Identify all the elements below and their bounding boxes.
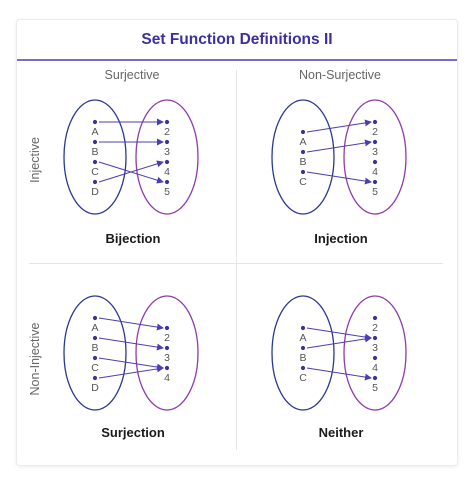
- surjection-codomain-dot: [164, 345, 170, 351]
- neither-domain-dot: [300, 365, 306, 371]
- injection-codomain-label: 4: [372, 166, 378, 178]
- surjection-mapping-arrow: [98, 357, 164, 371]
- bijection-domain-dot: [92, 159, 98, 165]
- surjection-domain-dot: [92, 375, 98, 381]
- neither-codomain-dot: [372, 355, 378, 361]
- injection-domain-dot: [300, 129, 306, 135]
- bijection-domain-dot: [92, 119, 98, 125]
- surjection-domain-dot: [92, 315, 98, 321]
- bijection-domain-dot: [92, 139, 98, 145]
- column-header-surjective: Surjective: [104, 68, 160, 82]
- surjection-domain-dot: [92, 355, 98, 361]
- horizontal-divider: [29, 263, 443, 264]
- surjection-mapping-arrow: [98, 365, 164, 379]
- neither-domain-dot: [300, 345, 306, 351]
- injection-codomain-dot: [372, 119, 378, 125]
- injection-domain-set: [271, 99, 335, 215]
- injection-mapping-arrow: [306, 139, 372, 153]
- bijection-domain-dot: [92, 179, 98, 185]
- surjection-codomain-dot: [164, 325, 170, 331]
- column-header-non-surjective: Non-Surjective: [299, 68, 381, 82]
- surjection-mapping-arrow: [98, 337, 164, 351]
- neither-codomain-dot: [372, 335, 378, 341]
- neither-codomain-label: 4: [372, 362, 378, 374]
- surjection-domain-dot: [92, 335, 98, 341]
- injection-domain-label: C: [299, 176, 307, 188]
- injection-codomain-label: 5: [372, 186, 378, 198]
- quadrant-label-surjection: Surjection: [101, 425, 165, 440]
- surjection-codomain-label: 3: [164, 352, 170, 364]
- neither-mapping-arrow: [306, 367, 372, 381]
- bijection-domain-label: C: [91, 166, 99, 178]
- neither-codomain-label: 2: [372, 322, 378, 334]
- bijection-codomain-set: [135, 99, 199, 215]
- neither-domain-label: A: [299, 332, 306, 344]
- surjection-domain-label: B: [91, 342, 98, 354]
- injection-codomain-dot: [372, 159, 378, 165]
- neither-mapping-arrow: [306, 327, 372, 341]
- surjection-codomain-set: [135, 295, 199, 411]
- bijection-codomain-dot: [164, 179, 170, 185]
- bijection-codomain-label: 3: [164, 146, 170, 158]
- injection-domain-dot: [300, 149, 306, 155]
- bijection-codomain-label: 2: [164, 126, 170, 138]
- injection-codomain-label: 3: [372, 146, 378, 158]
- injection-codomain-dot: [372, 179, 378, 185]
- quadrant-label-injection: Injection: [314, 231, 368, 246]
- bijection-codomain-label: 5: [164, 186, 170, 198]
- neither-codomain-set: [343, 295, 407, 411]
- neither-domain-label: B: [299, 352, 306, 364]
- neither-codomain-dot: [372, 375, 378, 381]
- bijection-codomain-dot: [164, 139, 170, 145]
- surjection-domain-set: [63, 295, 127, 411]
- neither-domain-label: C: [299, 372, 307, 384]
- neither-mapping-arrow: [306, 335, 372, 349]
- surjection-domain-label: D: [91, 382, 99, 394]
- injection-codomain-label: 2: [372, 126, 378, 138]
- neither-codomain-label: 3: [372, 342, 378, 354]
- card-title: Set Function Definitions II: [17, 20, 457, 61]
- bijection-domain-label: A: [91, 126, 98, 138]
- neither-domain-set: [271, 295, 335, 411]
- neither-codomain-dot: [372, 315, 378, 321]
- neither-codomain-label: 5: [372, 382, 378, 394]
- bijection-domain-set: [63, 99, 127, 215]
- surjection-codomain-label: 4: [164, 372, 170, 384]
- injection-codomain-set: [343, 99, 407, 215]
- injection-domain-dot: [300, 169, 306, 175]
- injection-codomain-dot: [372, 139, 378, 145]
- surjection-codomain-dot: [164, 365, 170, 371]
- surjection-codomain-label: 2: [164, 332, 170, 344]
- injection-mapping-arrow: [306, 119, 372, 133]
- quadrant-label-neither: Neither: [318, 425, 364, 440]
- surjection-domain-label: C: [91, 362, 99, 374]
- bijection-codomain-dot: [164, 119, 170, 125]
- definitions-card: Set Function Definitions II Surjective N…: [17, 20, 457, 465]
- bijection-domain-label: B: [91, 146, 98, 158]
- bijection-domain-label: D: [91, 186, 99, 198]
- injection-mapping-arrow: [306, 171, 372, 185]
- vertical-divider: [236, 70, 237, 450]
- bijection-codomain-label: 4: [164, 166, 170, 178]
- neither-domain-dot: [300, 325, 306, 331]
- bijection-mapping-arrow: [98, 160, 164, 183]
- quadrant-label-bijection: Bijection: [105, 231, 161, 246]
- bijection-codomain-dot: [164, 159, 170, 165]
- surjection-domain-label: A: [91, 322, 98, 334]
- injection-domain-label: A: [299, 136, 306, 148]
- injection-domain-label: B: [299, 156, 306, 168]
- surjection-mapping-arrow: [98, 317, 164, 331]
